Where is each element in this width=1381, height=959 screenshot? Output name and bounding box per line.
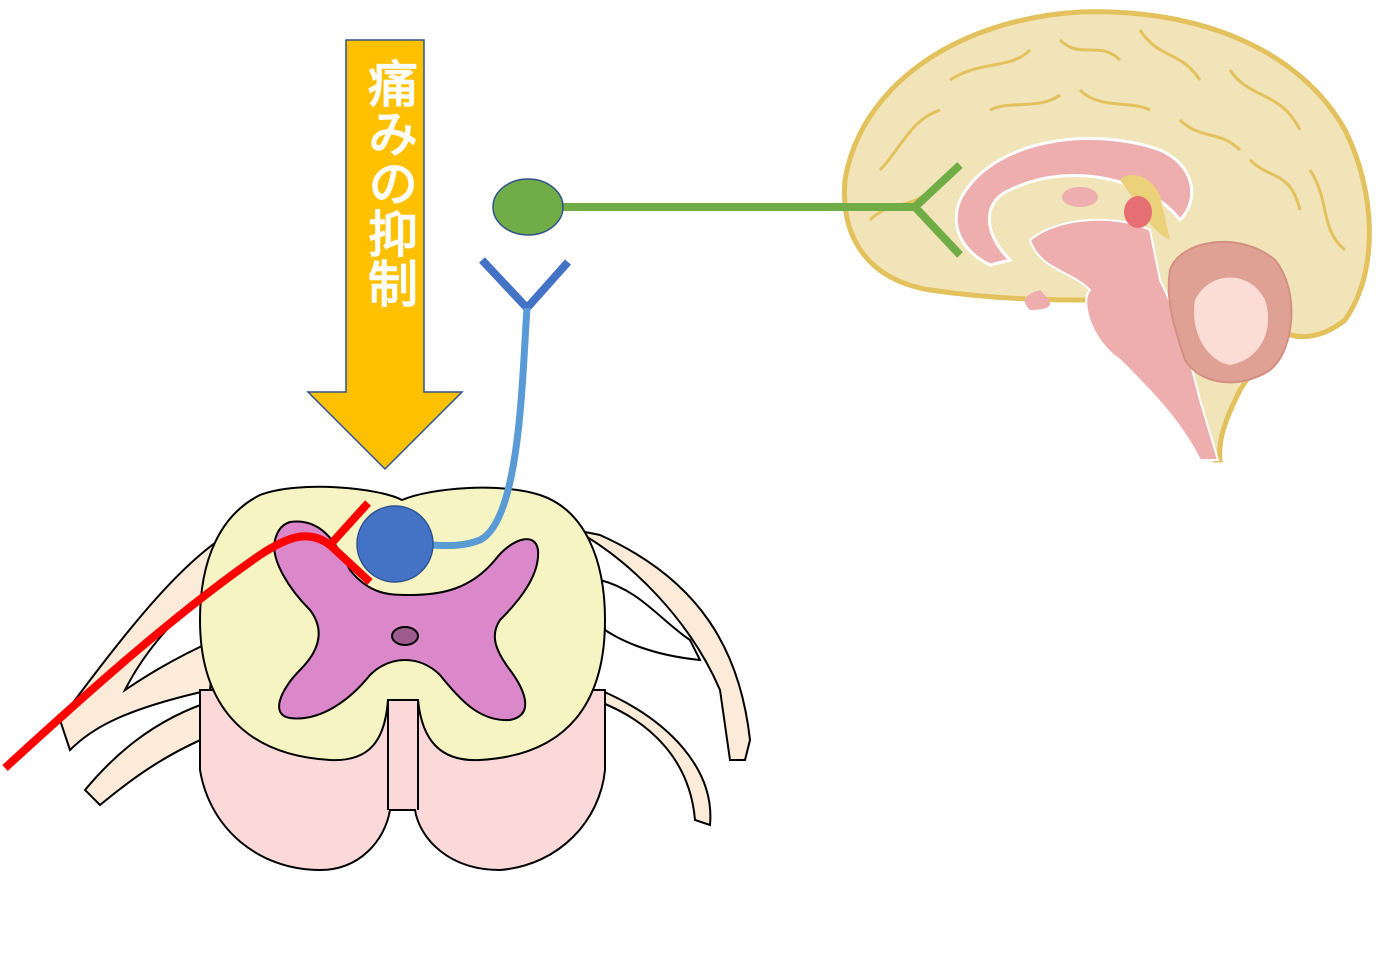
hypothalamus-red [1124,196,1152,228]
pain-fiber [2,532,333,771]
inhibitory-neuron-cell-body [356,505,434,583]
brain-neuron-dendrite [909,162,963,258]
thalamus [1062,187,1098,207]
pain-inhibition-arrow [306,39,464,471]
brain-neuron-cell-body [492,178,564,236]
arrow-label: 痛みの抑制 [360,58,418,308]
brain-sagittal [841,9,1372,463]
pain-fiber-terminal [324,500,373,585]
inhibitory-receptor [479,257,571,314]
inhibitory-axon [429,307,531,550]
central-canal [391,626,419,646]
gray-matter [273,520,540,722]
